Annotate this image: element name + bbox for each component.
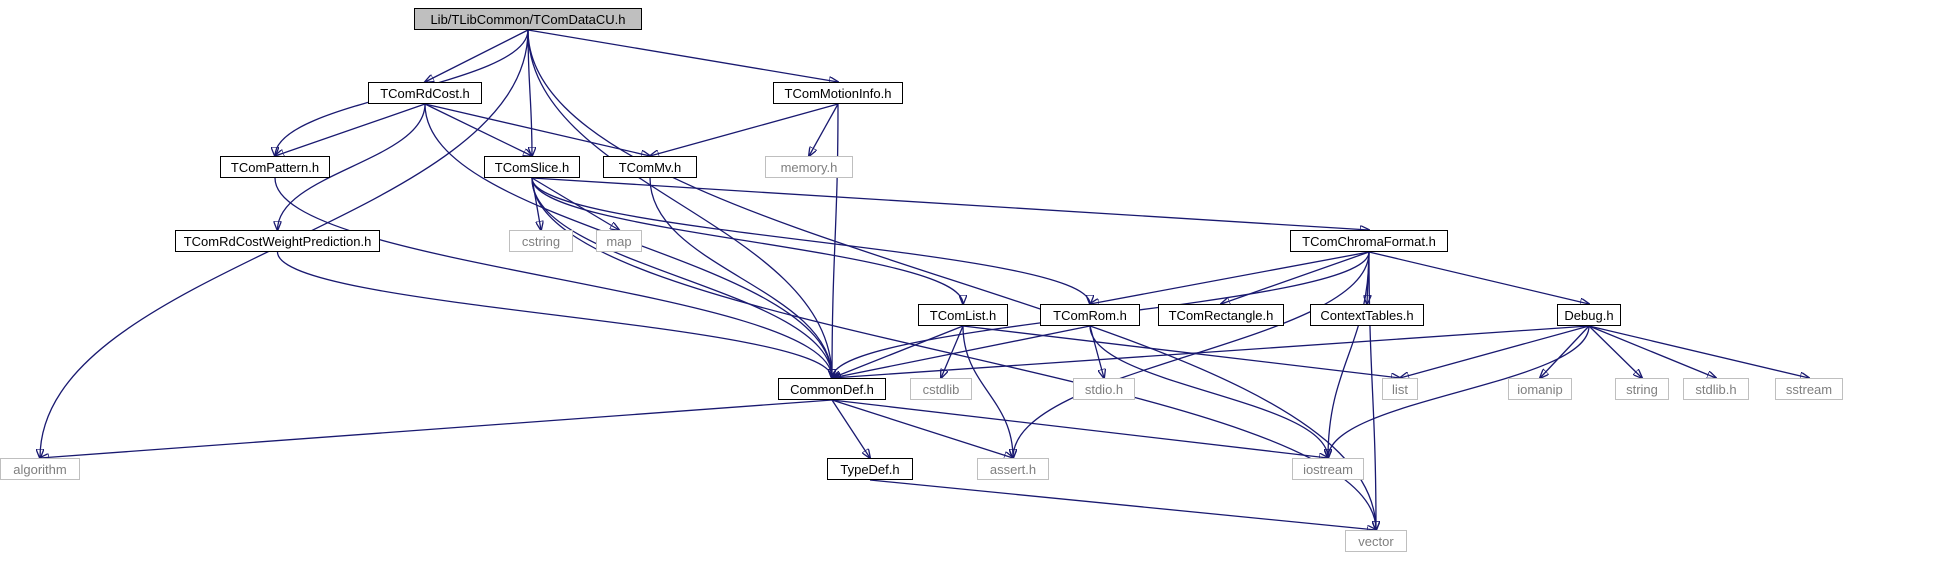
edge-typedef-to-vector: [869, 479, 1376, 530]
node-vector: vector: [1345, 530, 1407, 552]
edge-commondef-to-assert: [831, 399, 1013, 458]
node-memory: memory.h: [765, 156, 853, 178]
node-map: map: [596, 230, 642, 252]
node-tpattern[interactable]: TComPattern.h: [220, 156, 330, 178]
edge-trdcost-to-tpattern: [275, 103, 426, 156]
node-debug[interactable]: Debug.h: [1557, 304, 1621, 326]
node-cstdlib: cstdlib: [910, 378, 972, 400]
edge-tlist-to-assert: [962, 325, 1013, 458]
edge-tpattern-to-commondef: [274, 177, 832, 378]
node-trdcwp[interactable]: TComRdCostWeightPrediction.h: [175, 230, 380, 252]
node-tmotion[interactable]: TComMotionInfo.h: [773, 82, 903, 104]
edge-tchroma-to-iostream: [1328, 251, 1370, 458]
edge-tchroma-to-debug: [1368, 251, 1589, 304]
edge-tslice-to-tlist: [531, 177, 963, 304]
edge-root-to-tmotion: [527, 29, 838, 82]
node-algorithm: algorithm: [0, 458, 80, 480]
edge-trdcost-to-tslice: [424, 103, 532, 156]
node-cstring: cstring: [509, 230, 573, 252]
node-list: list: [1382, 378, 1418, 400]
node-tlist[interactable]: TComList.h: [918, 304, 1008, 326]
edge-tchroma-to-trect: [1221, 251, 1370, 304]
node-iomanip: iomanip: [1508, 378, 1572, 400]
edge-root-to-vector: [527, 29, 1376, 530]
node-sstream: sstream: [1775, 378, 1843, 400]
edge-tlist-to-commondef: [832, 325, 964, 378]
edge-trdcost-to-tmv: [424, 103, 650, 156]
edge-tlist-to-cstdlib: [941, 325, 964, 378]
node-assert: assert.h: [977, 458, 1049, 480]
edge-tslice-to-commondef: [531, 177, 832, 378]
edge-tslice-to-cstring: [531, 177, 541, 230]
edge-commondef-to-algorithm: [40, 399, 833, 458]
edge-debug-to-stdlib: [1588, 325, 1716, 378]
node-ctxtab[interactable]: ContextTables.h: [1310, 304, 1424, 326]
edge-trom-to-commondef: [832, 325, 1091, 378]
edge-tslice-to-trom: [531, 177, 1090, 304]
node-trdcost[interactable]: TComRdCost.h: [368, 82, 482, 104]
edge-tchroma-to-vector: [1368, 251, 1376, 530]
node-tmv[interactable]: TComMv.h: [603, 156, 697, 178]
edge-debug-to-iostream: [1328, 325, 1590, 458]
edge-debug-to-iomanip: [1540, 325, 1590, 378]
edge-root-to-trdcost: [425, 29, 529, 82]
edge-debug-to-sstream: [1588, 325, 1809, 378]
edge-root-to-commondef: [527, 29, 832, 378]
edge-debug-to-list: [1400, 325, 1590, 378]
node-string: string: [1615, 378, 1669, 400]
edge-tslice-to-tchroma: [531, 177, 1369, 230]
node-root[interactable]: Lib/TLibCommon/TComDataCU.h: [414, 8, 642, 30]
edge-debug-to-commondef: [832, 325, 1590, 378]
node-tchroma[interactable]: TComChromaFormat.h: [1290, 230, 1448, 252]
node-stdlib: stdlib.h: [1683, 378, 1749, 400]
node-typedef[interactable]: TypeDef.h: [827, 458, 913, 480]
edge-tmotion-to-memory: [809, 103, 839, 156]
edge-root-to-tslice: [527, 29, 532, 156]
node-tslice[interactable]: TComSlice.h: [484, 156, 580, 178]
edge-tlist-to-list: [962, 325, 1400, 378]
node-trect[interactable]: TComRectangle.h: [1158, 304, 1284, 326]
edge-commondef-to-iostream: [831, 399, 1328, 458]
edge-tmv-to-commondef: [649, 177, 832, 378]
node-commondef[interactable]: CommonDef.h: [778, 378, 886, 400]
node-iostream: iostream: [1292, 458, 1364, 480]
edge-debug-to-string: [1588, 325, 1642, 378]
edge-tchroma-to-trom: [1090, 251, 1370, 304]
node-stdio: stdio.h: [1073, 378, 1135, 400]
edge-trom-to-iostream: [1089, 325, 1328, 458]
edge-tmotion-to-commondef: [832, 103, 839, 378]
edge-tmotion-to-tmv: [650, 103, 839, 156]
edge-commondef-to-typedef: [831, 399, 870, 458]
node-trom[interactable]: TComRom.h: [1040, 304, 1140, 326]
edge-trdcwp-to-commondef: [276, 251, 833, 378]
edge-trdcost-to-trdcwp: [278, 103, 426, 230]
